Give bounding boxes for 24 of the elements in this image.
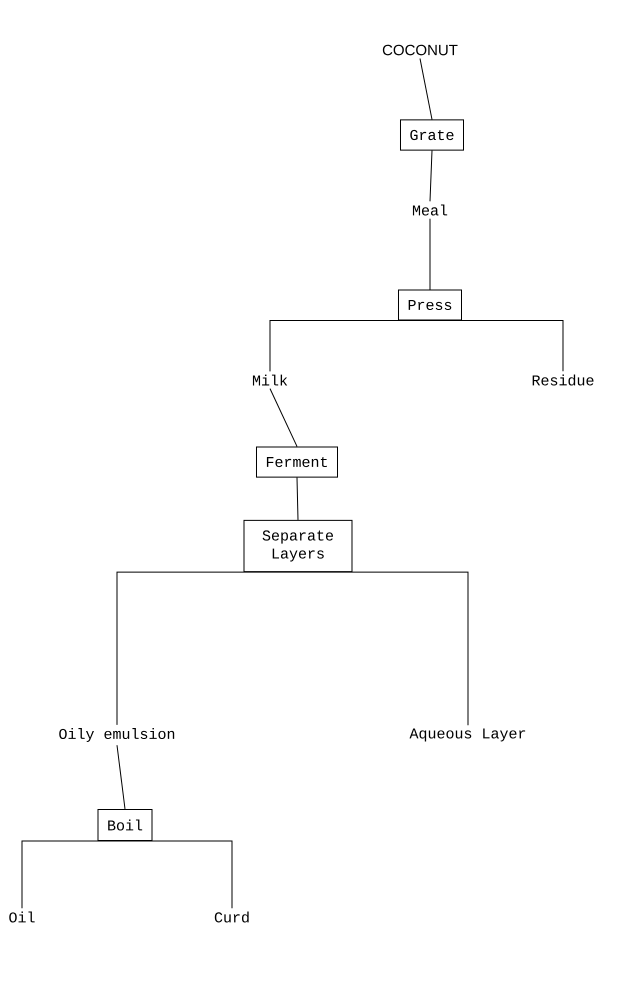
connector-line (420, 58, 432, 120)
product-label: Aqueous Layer (410, 728, 526, 742)
product-label: Residue (532, 374, 594, 386)
product-label: Milk (252, 374, 288, 386)
product-label: Oily emulsion (59, 728, 174, 742)
connector-line (270, 320, 430, 372)
connector-line (296, 477, 298, 520)
product-label: Oil (9, 912, 35, 922)
connector-line (430, 150, 432, 202)
process-box: Grate (400, 119, 464, 151)
process-box: Boil (98, 809, 152, 841)
process-box: Ferment (256, 446, 338, 478)
connector-line (116, 572, 298, 726)
connector-line (298, 572, 468, 726)
connector-line (116, 744, 126, 810)
connector-line (270, 388, 298, 447)
connector-line (430, 320, 564, 372)
connector-line (22, 840, 126, 909)
process-box: Separate Layers (244, 520, 352, 572)
product-label: COCONUT (382, 44, 458, 56)
product-label: Meal (412, 204, 448, 216)
connector-line (124, 840, 232, 909)
process-box: Press (398, 290, 462, 321)
product-label: Curd (214, 911, 249, 923)
